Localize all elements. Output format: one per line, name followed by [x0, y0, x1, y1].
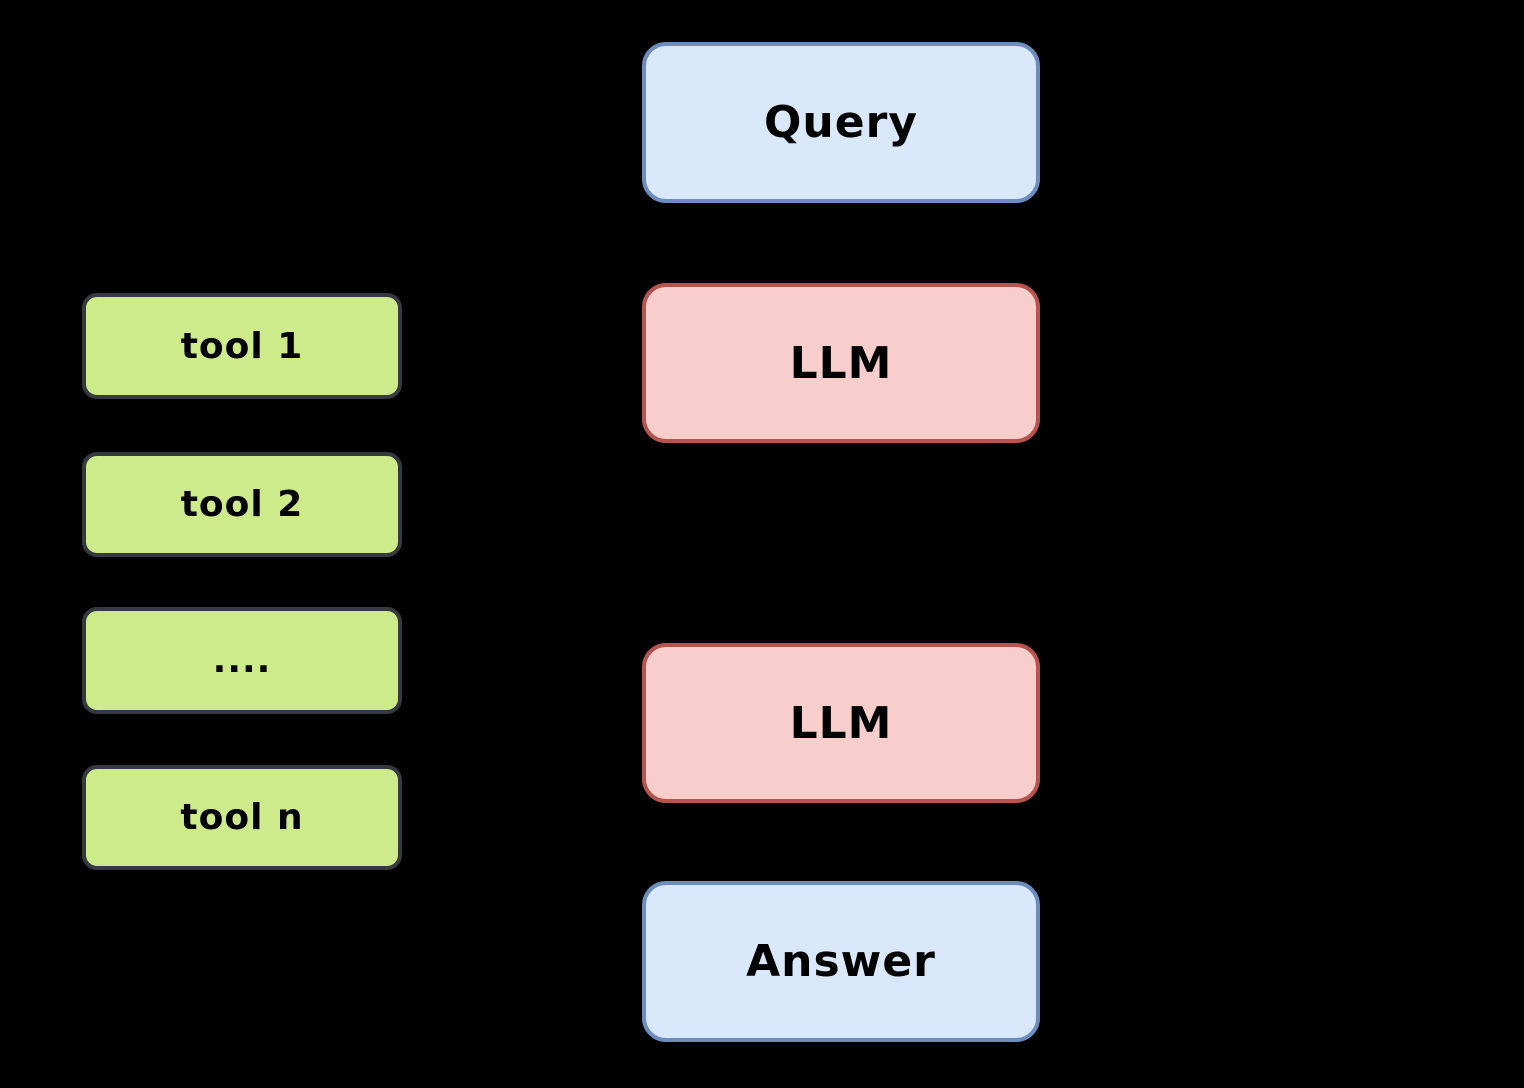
node-tool-2-label: tool 2: [180, 484, 304, 525]
node-tool-n-label: tool n: [180, 797, 304, 838]
node-llm-2-label: LLM: [789, 697, 893, 749]
node-llm-2: LLM: [642, 643, 1040, 803]
node-tool-1: tool 1: [82, 293, 402, 399]
node-query-label: Query: [764, 97, 918, 148]
node-answer-label: Answer: [746, 936, 936, 987]
node-query: Query: [642, 42, 1040, 203]
node-tool-ellipsis-label: ....: [212, 640, 272, 681]
node-tool-2: tool 2: [82, 452, 402, 557]
node-llm-1: LLM: [642, 283, 1040, 443]
node-answer: Answer: [642, 881, 1040, 1042]
node-llm-1-label: LLM: [789, 337, 893, 389]
node-tool-ellipsis: ....: [82, 607, 402, 714]
node-tool-1-label: tool 1: [180, 325, 304, 367]
node-tool-n: tool n: [82, 765, 402, 870]
